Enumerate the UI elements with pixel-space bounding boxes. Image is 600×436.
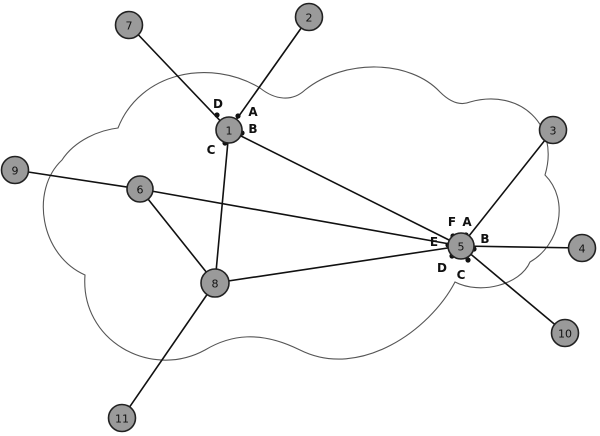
node-5-label: 5 [458,241,465,254]
node-6: 6 [126,175,154,203]
node-8: 8 [200,268,230,298]
edge-8-5 [214,245,462,284]
node5-port-d-label: D [437,261,447,275]
node-10: 10 [550,318,580,348]
node5-port-c-dot [465,257,471,263]
node-2: 2 [294,2,324,32]
node5-port-b-label: B [480,232,489,246]
node-7: 7 [114,10,144,40]
node-6-circle [126,175,154,203]
node1-port-c-label: C [207,143,216,157]
node1-port-d-dot [214,112,220,118]
node-8-label: 8 [212,278,219,291]
node-11: 11 [107,403,137,433]
node-2-circle [294,2,324,32]
node-9: 9 [0,155,30,185]
edges-group [14,16,583,419]
node-9-circle [0,155,30,185]
node-8-circle [200,268,230,298]
edge-6-5 [139,188,462,247]
node1-port-a-dot [235,113,241,119]
node-7-circle [114,10,144,40]
node-5-circle [447,232,475,260]
node5-port-f-label: F [448,215,456,229]
node-4: 4 [567,233,597,263]
node-3-circle [538,115,568,145]
node-1-label: 1 [226,125,233,138]
node-10-label: 10 [558,328,572,341]
network-cloud [42,66,560,361]
edge-5-10 [460,245,566,334]
edge-1-2 [228,16,310,131]
edge-6-9 [14,169,141,190]
node-1-circle [215,116,243,144]
node-10-circle [550,318,580,348]
node-6-label: 6 [137,184,144,197]
edge-5-3 [460,129,554,247]
node-2-label: 2 [306,12,313,25]
node-1: 1 [215,116,243,144]
edge-1-5 [228,129,462,247]
edge-1-7 [128,24,230,131]
node-3: 3 [538,115,568,145]
node5-port-c-label: C [457,268,466,282]
node-3-label: 3 [550,125,557,138]
node-11-label: 11 [115,413,129,426]
node1-port-b-label: B [248,122,257,136]
node1-port-d-label: D [213,97,223,111]
edge-5-4 [460,245,583,249]
node-4-label: 4 [579,243,586,256]
node-7-label: 7 [126,20,133,33]
node-11-circle [107,403,137,433]
edge-1-8 [214,129,230,284]
node-5: 5 [447,232,475,260]
node5-port-a-label: A [462,215,472,229]
node5-port-e-label: E [430,235,438,249]
node1-port-a-label: A [248,105,258,119]
edge-8-11 [121,282,216,419]
edge-6-8 [139,188,216,284]
node-9-label: 9 [12,165,19,178]
node-4-circle [567,233,597,263]
